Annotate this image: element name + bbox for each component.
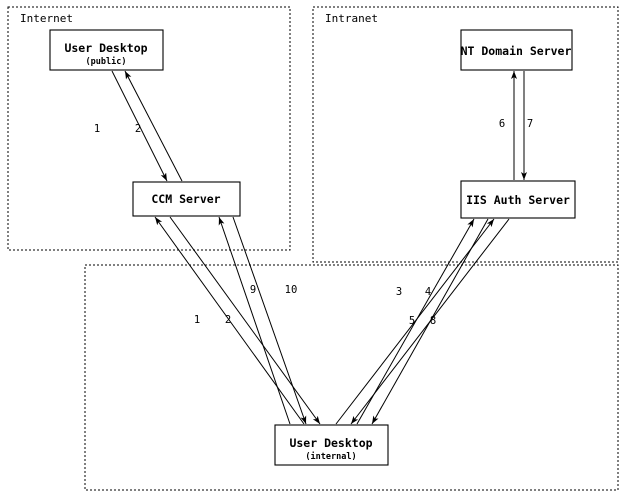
flow-arrow-step-2-ccm-server-to-user-desktop-public <box>124 70 183 182</box>
flow-step-label-9: 9 <box>250 284 256 296</box>
zone-boundaries-group: Internet Intranet <box>7 6 619 491</box>
flow-step-label-7: 7 <box>527 118 533 130</box>
node-user-desktop-internal[interactable]: User Desktop(internal) <box>274 424 389 466</box>
zone-internet: Internet <box>7 6 291 251</box>
node-box-iis-auth-server[interactable] <box>460 180 576 219</box>
zone-label-intranet: Intranet <box>325 12 378 25</box>
node-sublabel-user-desktop-internal: (internal) <box>305 451 356 462</box>
flow-arrows-group <box>111 70 527 425</box>
node-nt-domain-server[interactable]: NT Domain Server <box>460 29 573 71</box>
flow-step-label-4: 4 <box>425 286 431 298</box>
zone-border-intranet <box>312 6 619 263</box>
flow-arrow-step-1-user-desktop-public-to-ccm-server <box>111 70 168 182</box>
node-user-desktop-public[interactable]: User Desktop(public) <box>49 29 164 71</box>
flow-step-label-6: 6 <box>499 118 505 130</box>
zone-label-internet: Internet <box>20 12 73 25</box>
flow-step-label-8: 8 <box>430 315 436 327</box>
flow-step-label-10: 10 <box>285 284 298 296</box>
flow-arrow-step-2-ccm-server-to-user-desktop-internal <box>169 216 321 425</box>
flow-step-label-5: 5 <box>409 315 415 327</box>
zone-intranet: Intranet <box>312 6 619 263</box>
flow-step-label-2: 2 <box>225 314 231 326</box>
node-iis-auth-server[interactable]: IIS Auth Server <box>460 180 576 219</box>
flow-step-label-3: 3 <box>396 286 402 298</box>
zone-border-internet <box>7 6 291 251</box>
flow-arrow-step-10-ccm-server-to-user-desktop-internal <box>232 216 307 425</box>
flow-step-label-2: 2 <box>135 123 141 135</box>
flow-step-label-1: 1 <box>194 314 200 326</box>
node-sublabel-user-desktop-public: (public) <box>86 56 127 67</box>
node-box-user-desktop-internal[interactable] <box>274 424 389 466</box>
flow-arrow-step-5-user-desktop-internal-to-iis-auth-server <box>335 218 495 425</box>
node-label-ccm-server: CCM Server <box>151 192 220 206</box>
node-box-user-desktop-public[interactable] <box>49 29 164 71</box>
node-ccm-server[interactable]: CCM Server <box>132 181 241 217</box>
flow-step-label-1: 1 <box>94 123 100 135</box>
node-box-nt-domain-server[interactable] <box>460 29 573 71</box>
node-box-ccm-server[interactable] <box>132 181 241 217</box>
node-label-iis-auth-server: IIS Auth Server <box>466 193 570 207</box>
flow-arrow-step-1-user-desktop-internal-to-ccm-server <box>154 216 305 425</box>
zone-internal-lan <box>84 264 619 491</box>
node-label-user-desktop-public: User Desktop <box>64 41 147 55</box>
node-label-user-desktop-internal: User Desktop <box>289 436 372 450</box>
node-label-nt-domain-server: NT Domain Server <box>461 44 572 58</box>
zone-border-internal-lan <box>84 264 619 491</box>
flow-step-labels-group: 1 2 1 2 3 4 5 8 6 7 9 10 <box>94 118 533 327</box>
flow-arrow-step-9-user-desktop-internal-to-ccm-server <box>218 216 291 425</box>
flow-arrow-step-8-iis-auth-server-to-user-desktop-internal <box>350 218 510 425</box>
